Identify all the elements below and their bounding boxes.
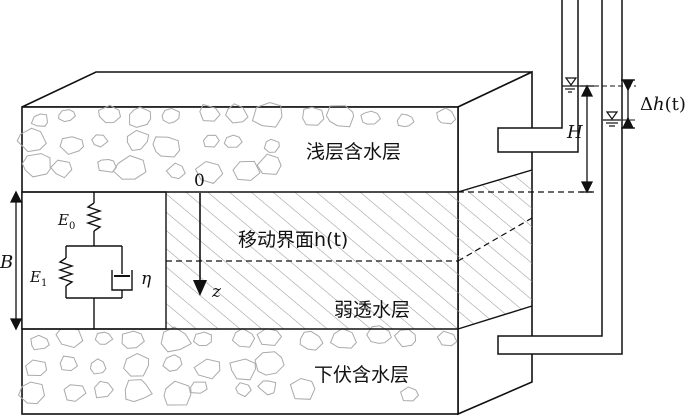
gravel-stone [302,106,325,126]
gravel-stone [193,358,221,380]
gravel-stone [63,384,87,402]
gravel-stone [225,103,249,124]
gravel-stone [98,104,122,124]
gravel-stone [256,153,282,175]
gravel-stone [436,330,458,347]
gravel-stone [30,113,49,127]
gravel-stone [112,155,147,180]
gravel-stone [16,127,47,153]
gravel-stone [17,381,46,405]
aquitard-label: 弱透水层 [334,299,410,321]
gravel-stone [50,159,73,179]
gravel-stone [94,331,114,345]
gravel-stone [58,109,77,123]
upper-boundary-side [457,169,533,193]
gravel-stone [59,355,79,372]
shallow-aquifer-gravel [16,101,457,184]
gravel-stone [202,134,220,148]
gravel-stone [30,334,50,351]
moving-interface-label: 移动界面h(t) [238,229,348,251]
gravel-stone [257,380,277,396]
H-dimension-arrow [580,84,594,194]
gravel-stone [393,328,417,348]
thickness-label: B [0,252,13,273]
z-axis-label: z [211,282,222,302]
gravel-stone [199,103,221,122]
gravel-stone [329,327,357,349]
gravel-stone [251,101,283,128]
gravel-stone [93,380,114,399]
gravel-stone [190,381,208,394]
spring-icon [57,257,75,287]
gravel-stone [299,330,324,351]
gravel-stone [25,359,48,377]
lower-aquifer-label: 下伏含水层 [314,364,409,386]
water-level-symbol-upper [562,77,578,93]
B-dimension-arrow [9,190,23,331]
gravel-stone [165,162,186,180]
gravel-stone [232,160,261,181]
gravel-stone [152,136,181,158]
moving-interface-side [457,217,533,262]
aquitard-side-hatched [458,170,532,329]
head-H-label: H [566,122,583,143]
gravel-stone [263,138,280,153]
gravel-stone [325,105,355,128]
gravel-stone [161,107,180,124]
gravel-stone [160,326,193,353]
gravel-stone [91,134,109,148]
shallow-piezometer-tube [497,0,579,153]
dashpot-icon [111,270,133,298]
gravel-stone [126,129,150,152]
gravel-stone [235,382,252,398]
gravel-stone [97,158,117,173]
block-top-face [21,71,533,108]
gravel-stone [162,354,183,372]
gravel-stone [124,379,153,403]
lower-boundary-side [457,305,533,330]
gravel-stone [436,107,457,125]
origin-label: 0 [194,171,205,191]
gravel-stone [229,358,257,381]
gravel-stone [254,351,285,376]
gravel-stone [121,330,145,349]
gravel-stone [163,380,192,406]
gravel-stone [289,377,316,400]
spring-icon [85,202,103,232]
gravel-stone [89,358,107,375]
rheological-model [57,192,133,329]
E0-label: E0 [57,211,75,232]
shallow-aquifer-label: 浅层含水层 [306,141,401,163]
gravel-stone [129,106,152,128]
lower-piezometer-tube [497,0,623,355]
gravel-stone [396,113,415,128]
E1-label: E1 [29,268,47,289]
eta-label: η [141,269,152,289]
delta-h-label: Δh(t) [640,94,686,115]
gravel-stone [123,353,150,377]
gravel-stone [21,153,51,178]
gravel-stone [192,331,212,347]
gravel-stone [194,160,224,184]
gravel-stone [256,327,283,347]
z-axis-arrow [193,193,207,296]
gravel-stone [360,110,382,125]
water-level-symbol-lower [603,111,621,127]
gravel-stone [59,136,85,155]
gravel-stone [223,134,243,148]
gravel-stone [231,327,256,348]
delta-h-dimension-arrow [621,79,635,129]
gravel-stone [400,386,420,402]
